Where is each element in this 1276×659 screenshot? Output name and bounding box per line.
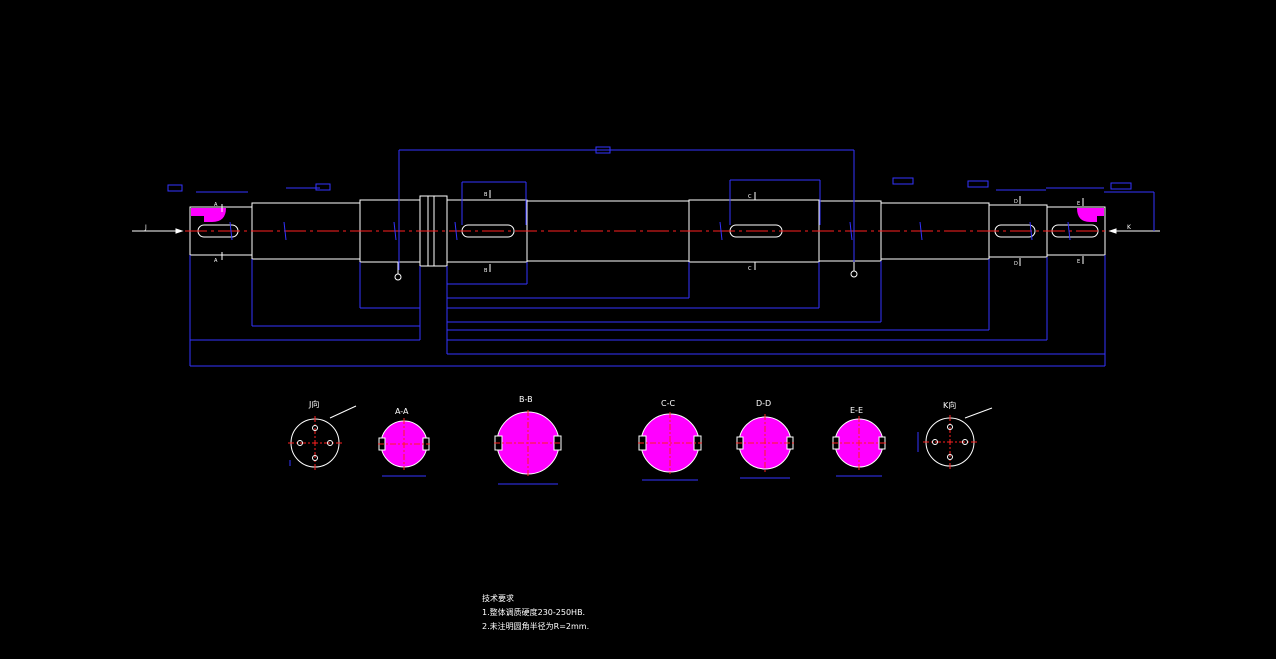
view-arrow-j-label: J <box>144 224 147 231</box>
section-bb-title: B-B <box>519 395 533 404</box>
cut-label-a-top: A <box>214 202 218 208</box>
datum-symbols <box>394 262 858 281</box>
cut-label-a-bottom: A <box>214 258 218 264</box>
section-aa-title: A-A <box>395 407 409 416</box>
cut-label-d-bottom: D <box>1014 261 1018 267</box>
section-k-view <box>917 407 993 469</box>
section-b-b <box>494 410 562 485</box>
dimension-lines <box>167 146 1155 367</box>
view-arrow-k-label: K <box>1127 224 1132 231</box>
cut-label-b-top: B <box>484 192 488 198</box>
section-cc-title: C-C <box>661 399 676 408</box>
section-c-c <box>638 412 702 481</box>
right-end-hatch <box>1077 208 1104 222</box>
cut-label-e-bottom: E <box>1077 259 1080 265</box>
section-a-a <box>378 418 430 477</box>
section-ee-title: E-E <box>850 406 863 415</box>
view-arrows <box>132 228 1160 234</box>
left-end-hatch <box>191 208 226 222</box>
section-d-d <box>736 414 794 479</box>
cut-label-b-bottom: B <box>484 268 488 274</box>
section-k-title: K向 <box>943 401 957 410</box>
cut-label-d-top: D <box>1014 199 1018 205</box>
tech-requirement-2: 2.未注明圆角半径为R=2mm. <box>482 622 590 631</box>
end-hatch <box>191 208 1104 222</box>
section-j-title: J向 <box>309 400 320 409</box>
cut-label-c-bottom: C <box>748 266 752 272</box>
section-j-view <box>288 405 357 470</box>
tech-requirements-title: 技术要求 <box>482 594 514 603</box>
cut-marker-labels: A A B B C C D D E E <box>214 192 1080 274</box>
cut-label-e-top: E <box>1077 201 1080 207</box>
section-e-e <box>832 416 886 477</box>
tech-requirement-1: 1.整体调质硬度230-250HB. <box>482 608 586 617</box>
section-dd-title: D-D <box>756 399 772 408</box>
cut-markers <box>221 190 1084 272</box>
tech-requirements: 技术要求 1.整体调质硬度230-250HB. 2.未注明圆角半径为R=2mm. <box>482 592 589 634</box>
cut-label-c-top: C <box>748 194 752 200</box>
